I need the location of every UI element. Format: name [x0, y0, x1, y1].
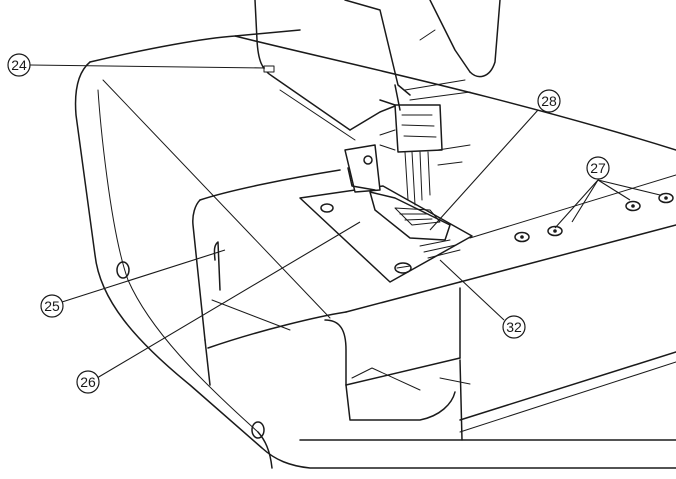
- callout-24: 24: [7, 53, 31, 77]
- screw-holes: [514, 192, 674, 243]
- callout-26: 26: [76, 370, 100, 394]
- callout-25: 25: [40, 294, 64, 318]
- callout-26-label: 26: [80, 374, 96, 390]
- machine-base: [74, 29, 676, 469]
- callout-28-label: 28: [541, 93, 557, 109]
- machine-head: [254, 0, 501, 141]
- callout-32-label: 32: [506, 319, 522, 335]
- callout-27-label: 27: [590, 160, 606, 176]
- callout-32: 32: [502, 315, 526, 339]
- leader-lines: [29, 64, 661, 379]
- free-arm-cover: [192, 169, 676, 441]
- needle-assembly: [379, 99, 471, 206]
- callout-25-label: 25: [44, 298, 60, 314]
- callout-24-label: 24: [11, 57, 27, 73]
- callout-27: 27: [586, 156, 610, 180]
- callout-28: 28: [537, 89, 561, 113]
- presser-foot: [344, 144, 451, 241]
